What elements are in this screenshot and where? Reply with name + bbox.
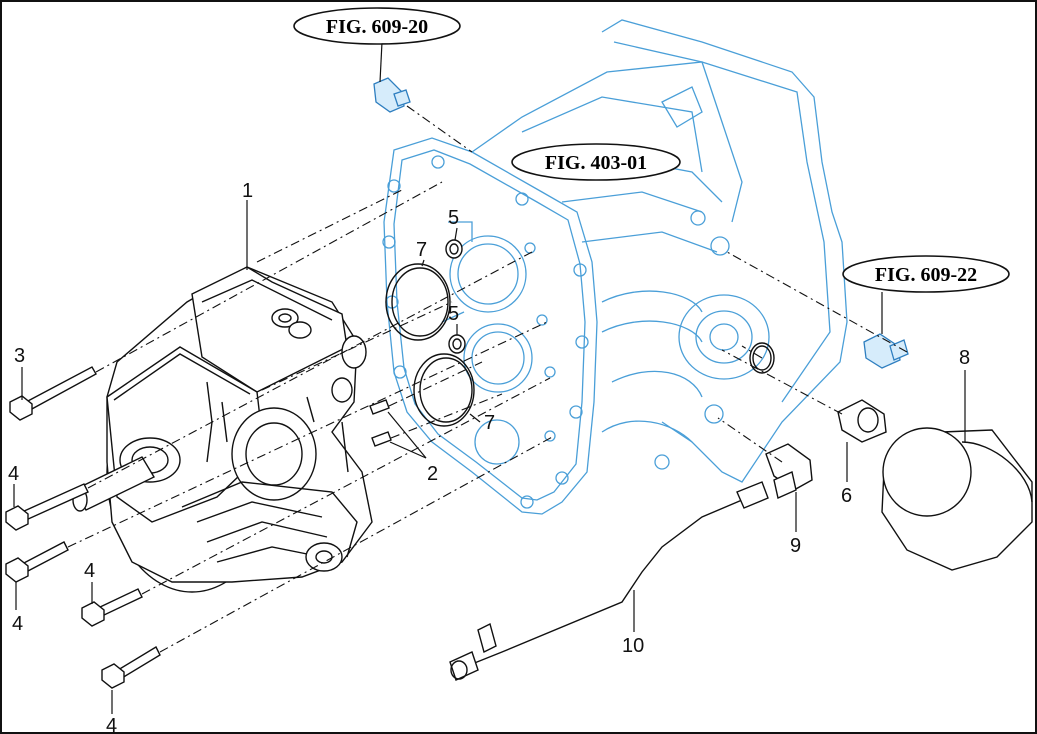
bolt-4-d xyxy=(101,646,161,689)
callout-8: 8 xyxy=(959,347,970,369)
svg-text:FIG. 609-22: FIG. 609-22 xyxy=(875,264,977,286)
adapter-6 xyxy=(837,399,887,443)
callout-numbers: 1 2 3 4 4 4 4 5 5 6 7 7 8 9 10 xyxy=(8,180,970,734)
svg-text:FIG. 609-20: FIG. 609-20 xyxy=(326,16,428,38)
fig-ref-609-20[interactable]: FIG. 609-20 xyxy=(293,7,461,45)
callout-7b: 7 xyxy=(484,412,495,434)
oil-filter-8 xyxy=(881,427,1033,571)
callout-10: 10 xyxy=(622,635,644,657)
callout-4c: 4 xyxy=(84,560,95,582)
callout-4d: 4 xyxy=(106,715,117,734)
callout-9: 9 xyxy=(790,535,801,557)
fig-ref-609-22[interactable]: FIG. 609-22 xyxy=(842,255,1010,293)
hydraulic-pump-assembly xyxy=(72,266,373,593)
fitting-609-22 xyxy=(863,333,909,369)
dowel-pins xyxy=(369,399,392,447)
svg-text:FIG. 403-01: FIG. 403-01 xyxy=(545,152,647,174)
callout-3: 3 xyxy=(14,345,25,367)
leader-lines xyxy=(13,41,966,714)
o-ring-5-upper xyxy=(445,239,463,259)
o-ring-7-upper xyxy=(385,263,451,341)
elbow-fitting-9 xyxy=(765,443,813,499)
callout-7a: 7 xyxy=(416,239,427,261)
callout-1: 1 xyxy=(242,180,253,202)
alignment-lines xyxy=(67,105,908,653)
o-ring-5-lower xyxy=(448,334,466,354)
o-ring-7-lower xyxy=(413,353,475,427)
callout-4b: 4 xyxy=(12,613,23,635)
oil-pipe-10 xyxy=(449,481,769,681)
bolt-4-a xyxy=(5,483,89,531)
callout-4a: 4 xyxy=(8,463,19,485)
fitting-609-20 xyxy=(373,77,411,113)
callout-5b: 5 xyxy=(448,303,459,325)
fig-ref-403-01[interactable]: FIG. 403-01 xyxy=(511,143,681,181)
callout-6: 6 xyxy=(841,485,852,507)
bolt-4-c xyxy=(81,588,143,627)
bolt-4-b xyxy=(5,541,69,583)
o-rings xyxy=(385,239,775,427)
transmission-housing xyxy=(382,19,848,515)
callout-2: 2 xyxy=(427,463,438,485)
callout-5a: 5 xyxy=(448,207,459,229)
bolt-3 xyxy=(9,366,97,421)
o-ring-side xyxy=(749,342,775,374)
